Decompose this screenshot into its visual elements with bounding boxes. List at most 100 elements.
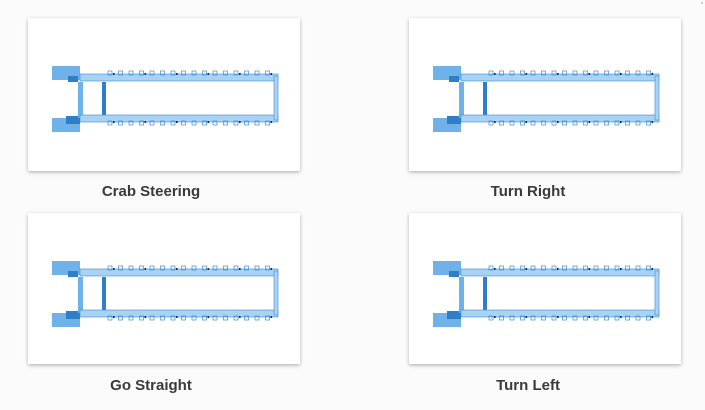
- marker-bottom-15: [651, 316, 654, 318]
- marker-top-6: [176, 73, 178, 75]
- frame-vertical-2: [483, 277, 487, 313]
- roller-bottom-14: [254, 120, 260, 126]
- roller-top-0: [107, 70, 113, 76]
- roller-bottom-4: [149, 315, 155, 321]
- marker-bottom-0: [494, 316, 496, 318]
- marker-top-6: [176, 268, 178, 270]
- roller-bottom-7: [181, 315, 186, 321]
- roller-top-11: [604, 265, 609, 271]
- conveyor-diagram-turn-left: [433, 261, 660, 327]
- roller-top-13: [625, 70, 630, 76]
- roller-top-2: [509, 70, 515, 76]
- roller-bottom-2: [128, 315, 134, 321]
- roller-top-12: [233, 70, 239, 76]
- roller-bottom-8: [572, 315, 578, 321]
- marker-bottom-9: [588, 121, 591, 123]
- roller-top-6: [551, 265, 557, 271]
- marker-bottom-15: [270, 121, 273, 123]
- marker-top-0: [113, 73, 115, 75]
- drive-block-top: [449, 271, 459, 277]
- roller-bottom-3: [520, 120, 525, 126]
- roller-bottom-1: [118, 315, 123, 321]
- marker-bottom-12: [620, 316, 622, 318]
- marker-bottom-9: [207, 121, 210, 123]
- roller-top-7: [181, 265, 186, 271]
- marker-top-9: [588, 268, 591, 270]
- roller-top-7: [562, 70, 567, 76]
- roller-bottom-6: [170, 120, 176, 126]
- roller-top-14: [635, 265, 641, 271]
- roller-top-9: [583, 265, 588, 271]
- roller-bottom-9: [583, 120, 588, 126]
- roller-bottom-9: [583, 315, 588, 321]
- roller-top-11: [223, 265, 228, 271]
- marker-top-9: [588, 73, 591, 75]
- roller-top-1: [118, 70, 123, 76]
- marker-bottom-9: [207, 316, 210, 318]
- roller-top-6: [551, 70, 557, 76]
- roller-bottom-14: [635, 315, 641, 321]
- roller-bottom-11: [604, 315, 609, 321]
- roller-top-0: [107, 265, 113, 271]
- roller-bottom-1: [118, 120, 123, 126]
- roller-top-10: [212, 265, 218, 271]
- roller-top-8: [191, 70, 197, 76]
- roller-bottom-15: [646, 315, 651, 321]
- roller-top-13: [625, 265, 630, 271]
- roller-bottom-11: [604, 120, 609, 126]
- roller-bottom-7: [562, 315, 567, 321]
- roller-bottom-1: [499, 315, 504, 321]
- marker-top-9: [207, 268, 210, 270]
- marker-top-15: [270, 268, 273, 270]
- roller-bottom-9: [202, 120, 207, 126]
- roller-bottom-12: [233, 315, 239, 321]
- roller-top-0: [488, 265, 494, 271]
- roller-bottom-12: [614, 315, 620, 321]
- roller-bottom-5: [160, 315, 165, 321]
- roller-top-2: [128, 70, 134, 76]
- roller-bottom-10: [212, 315, 218, 321]
- roller-top-12: [614, 265, 620, 271]
- roller-top-10: [593, 70, 599, 76]
- caption-crab-steering: Crab Steering: [101, 183, 201, 200]
- roller-bottom-4: [149, 120, 155, 126]
- roller-bottom-6: [551, 315, 557, 321]
- roller-bottom-14: [254, 315, 260, 321]
- frame-vertical-1: [459, 82, 464, 118]
- roller-bottom-7: [181, 120, 186, 126]
- roller-top-1: [499, 265, 504, 271]
- marker-top-3: [525, 268, 528, 270]
- frame-right-end: [654, 75, 660, 121]
- marker-top-15: [270, 73, 273, 75]
- marker-top-0: [494, 73, 496, 75]
- roller-top-5: [541, 70, 546, 76]
- roller-bottom-10: [593, 315, 599, 321]
- roller-bottom-2: [509, 120, 515, 126]
- drive-block-top: [68, 271, 78, 277]
- marker-top-12: [620, 73, 622, 75]
- roller-top-4: [149, 70, 155, 76]
- roller-top-0: [488, 70, 494, 76]
- roller-top-5: [160, 265, 165, 271]
- roller-top-4: [530, 70, 536, 76]
- roller-bottom-8: [191, 315, 197, 321]
- marker-top-12: [239, 268, 241, 270]
- marker-bottom-0: [113, 121, 115, 123]
- marker-top-3: [144, 268, 147, 270]
- marker-top-0: [113, 268, 115, 270]
- roller-bottom-6: [170, 315, 176, 321]
- roller-bottom-11: [223, 120, 228, 126]
- roller-bottom-3: [520, 315, 525, 321]
- marker-top-9: [207, 73, 210, 75]
- drive-block-top: [68, 76, 78, 82]
- roller-bottom-3: [139, 315, 144, 321]
- frame-vertical-1: [78, 82, 83, 118]
- roller-bottom-3: [139, 120, 144, 126]
- roller-top-6: [170, 70, 176, 76]
- marker-bottom-6: [176, 316, 178, 318]
- marker-bottom-15: [651, 121, 654, 123]
- roller-top-8: [572, 265, 578, 271]
- roller-top-14: [635, 70, 641, 76]
- marker-bottom-6: [176, 121, 178, 123]
- marker-bottom-12: [620, 121, 622, 123]
